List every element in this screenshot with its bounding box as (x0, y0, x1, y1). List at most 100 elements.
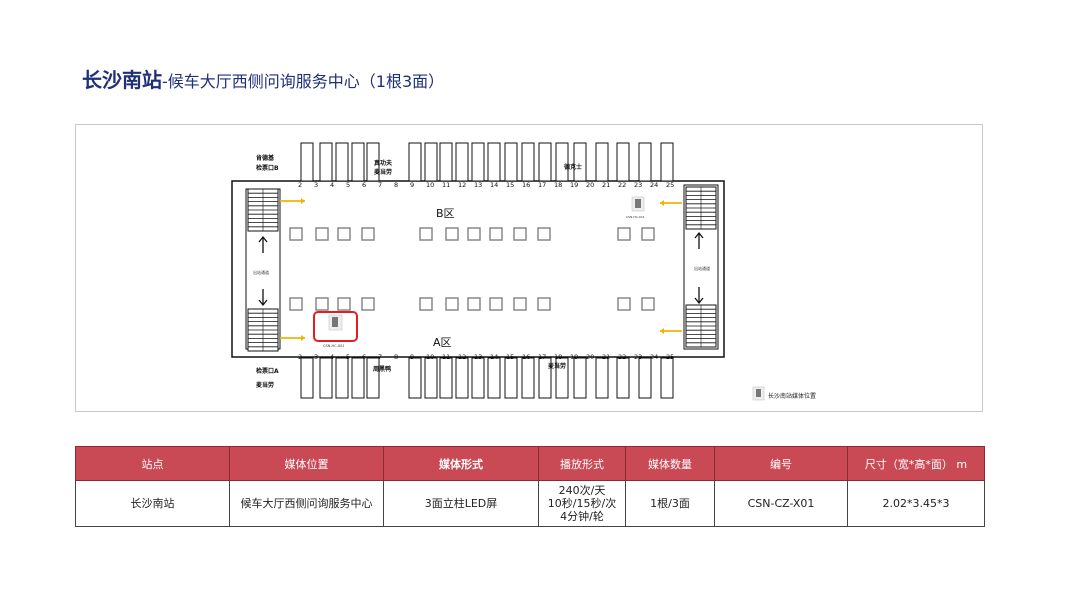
label-bottom-mid: 周黑鸭 (373, 365, 391, 373)
header-count: 媒体数量 (625, 446, 715, 481)
hall-pillars (289, 227, 655, 311)
pillar (513, 227, 527, 241)
legend-text: 长沙南站媒体位置 (768, 392, 816, 400)
pillar (289, 227, 303, 241)
gate-bar-top (319, 142, 333, 182)
side-text-right: 出站通道 (694, 265, 710, 271)
location-subtitle: -候车大厅西侧问询服务中心（1根3面） (162, 72, 445, 91)
pillar (419, 297, 433, 311)
gate-number-bottom: 10 (426, 353, 434, 361)
gate-number-top: 12 (458, 181, 466, 189)
table-header-row: 站点 媒体位置 媒体形式 播放形式 媒体数量 编号 尺寸（宽*高*面） m (75, 446, 985, 481)
label-top-left-2: 检票口B (256, 164, 279, 172)
media-marker-b: CSN-HC-X01 (626, 196, 645, 219)
gate-number-top: 18 (554, 181, 562, 189)
gate-bar-bottom (504, 357, 518, 399)
gate-bar-bottom (300, 357, 314, 399)
hall-outline (231, 180, 725, 358)
gate-number-top: 8 (394, 181, 398, 189)
gate-bar-top (538, 142, 552, 182)
gate-bar-bottom (319, 357, 333, 399)
corridor-arrows (258, 231, 704, 307)
gate-number-bottom: 17 (538, 353, 546, 361)
pillar (513, 297, 527, 311)
gate-number-bottom: 7 (378, 353, 382, 361)
gate-bar-bottom (538, 357, 552, 399)
gate-number-bottom: 12 (458, 353, 466, 361)
gate-number-top: 15 (506, 181, 514, 189)
play-line-2: 10秒/15秒/次 (547, 497, 617, 510)
pillar (337, 227, 351, 241)
gate-bar-bottom (595, 357, 609, 399)
gate-bar-bottom (455, 357, 469, 399)
gate-number-bottom: 4 (330, 353, 334, 361)
gate-bar-bottom (439, 357, 453, 399)
gate-bar-bottom (366, 357, 380, 399)
zone-b-label: B区 (436, 207, 455, 220)
gate-bar-bottom (521, 357, 535, 399)
boarding-gates: 2233445566778899101011111212131314141515… (298, 142, 674, 399)
table-row: 长沙南站 候车大厅西侧问询服务中心 3面立柱LED屏 240次/天 10秒/15… (75, 480, 985, 527)
gate-bar-top (408, 142, 422, 182)
header-code: 编号 (714, 446, 848, 481)
gate-bar-top (504, 142, 518, 182)
header-form: 媒体形式 (383, 446, 539, 481)
gate-bar-bottom (424, 357, 438, 399)
gate-number-bottom: 13 (474, 353, 482, 361)
cell-form: 3面立柱LED屏 (383, 480, 539, 527)
pillar (617, 297, 631, 311)
pillar (617, 227, 631, 241)
map-legend: 长沙南站媒体位置 (752, 386, 816, 401)
gate-bar-bottom (555, 357, 569, 399)
gate-bar-top (424, 142, 438, 182)
gate-bar-bottom (471, 357, 485, 399)
gate-number-bottom: 25 (666, 353, 674, 361)
gate-number-bottom: 11 (442, 353, 450, 361)
media-code-a: CSN-HC-X01 (323, 344, 345, 348)
gate-number-top: 7 (378, 181, 382, 189)
flow-arrowhead (660, 200, 664, 206)
gate-number-top: 24 (650, 181, 658, 189)
gate-bar-top (638, 142, 652, 182)
cell-play: 240次/天 10秒/15秒/次 4分钟/轮 (538, 480, 626, 527)
gate-number-top: 13 (474, 181, 482, 189)
gate-bar-bottom (660, 357, 674, 399)
pillar (641, 297, 655, 311)
play-line-1: 240次/天 (558, 484, 606, 497)
pillar (445, 227, 459, 241)
gate-bar-top (300, 142, 314, 182)
gate-bar-top (521, 142, 535, 182)
pillar (337, 297, 351, 311)
play-line-3: 4分钟/轮 (560, 510, 604, 523)
pillar (489, 227, 503, 241)
gate-bar-top (616, 142, 630, 182)
flow-arrows (280, 198, 682, 341)
gate-bar-top (660, 142, 674, 182)
label-bottom-right: 麦当劳 (548, 362, 566, 370)
gate-number-top: 3 (314, 181, 318, 189)
cell-size: 2.02*3.45*3 (847, 480, 985, 527)
gate-bar-top (335, 142, 349, 182)
gate-number-bottom: 21 (602, 353, 610, 361)
escalators (247, 186, 717, 352)
pillar (537, 227, 551, 241)
media-marker-a[interactable]: CSN-HC-X01 (313, 311, 358, 348)
gate-bar-top (439, 142, 453, 182)
zone-a-label: A区 (433, 336, 452, 349)
gate-bar-top (351, 142, 365, 182)
gate-number-bottom: 23 (634, 353, 642, 361)
label-top-left-1: 肯德基 (256, 154, 275, 162)
gate-number-bottom: 6 (362, 353, 366, 361)
gate-bar-bottom (335, 357, 349, 399)
pillar (467, 297, 481, 311)
gate-bar-bottom (616, 357, 630, 399)
pillar (419, 227, 433, 241)
gate-number-top: 5 (346, 181, 350, 189)
cell-code: CSN-CZ-X01 (714, 480, 848, 527)
gate-number-top: 16 (522, 181, 530, 189)
gate-bar-bottom (573, 357, 587, 399)
label-top-right: 德克士 (563, 163, 582, 171)
gate-number-top: 9 (410, 181, 414, 189)
pillar (315, 227, 329, 241)
